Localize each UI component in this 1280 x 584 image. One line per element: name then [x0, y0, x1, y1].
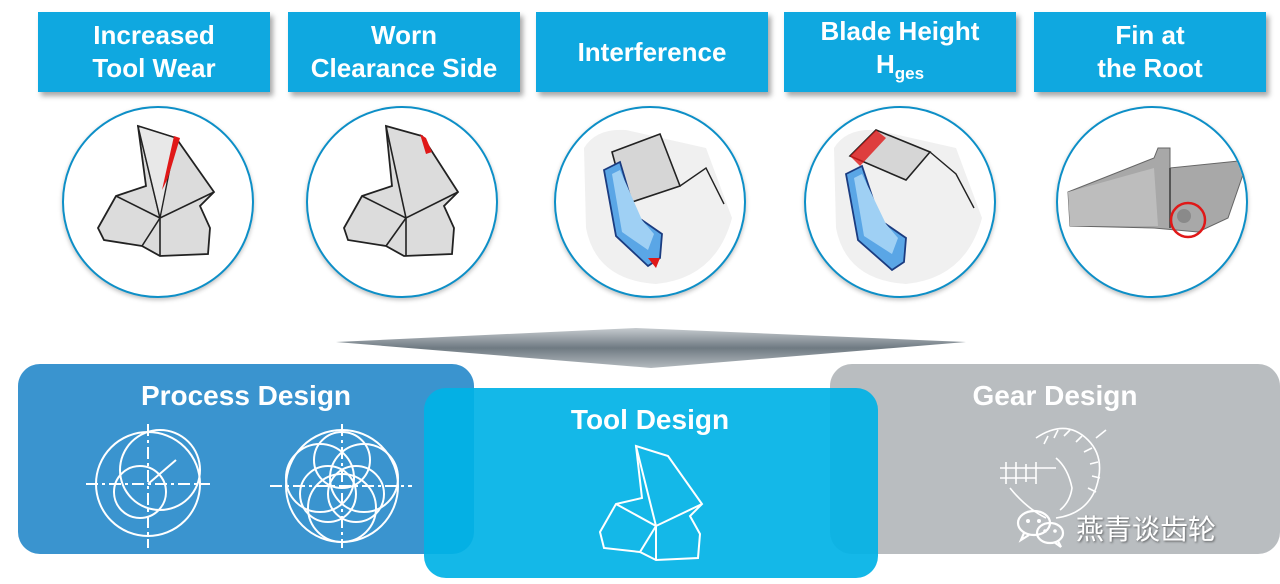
tool-design-title: Tool Design [570, 404, 730, 435]
header-line2-main: H [875, 48, 895, 79]
header-line2-sub: ges [894, 63, 925, 83]
header-increased-tool-wear: Increased Tool Wear [38, 12, 270, 92]
process-design-title: Process Design [140, 380, 352, 411]
watermark: 燕青谈齿轮 [1014, 506, 1216, 550]
watermark-text: 燕青谈齿轮 [1076, 513, 1217, 546]
header-worn-clearance-side: Worn Clearance Side [288, 12, 520, 92]
header-line2: Tool Wear [92, 53, 216, 83]
process-design-panel [18, 364, 474, 554]
gear-design-title: Gear Design [972, 380, 1138, 411]
header-line2: the Root [1097, 53, 1203, 83]
tool-blade-outline [598, 444, 704, 562]
wechat-icon [1016, 509, 1065, 548]
gear-sketch-illustration [1000, 427, 1107, 519]
separator-arrow [336, 328, 966, 368]
header-line2: Hges [876, 48, 924, 90]
header-line1: Fin at [1115, 20, 1185, 50]
header-blade-height: Blade Height Hges [784, 12, 1016, 92]
blade-height-illustration [804, 106, 996, 298]
header-line1: Increased [93, 20, 215, 50]
header-line1: Blade Height [820, 15, 980, 46]
header-line1: Interference [577, 36, 727, 67]
worn-clearance-illustration [306, 106, 498, 298]
header-line2: Clearance Side [310, 53, 498, 83]
fin-at-root-illustration [1056, 106, 1248, 298]
gear-design-panel [830, 364, 1280, 554]
tool-design-panel [424, 388, 878, 578]
tool-wear-illustration [62, 106, 254, 298]
header-interference: Interference [536, 12, 768, 92]
process-circles-illustration [86, 424, 412, 548]
header-fin-at-root: Fin at the Root [1034, 12, 1266, 92]
header-line1: Worn [371, 20, 437, 50]
interference-illustration [554, 106, 746, 298]
